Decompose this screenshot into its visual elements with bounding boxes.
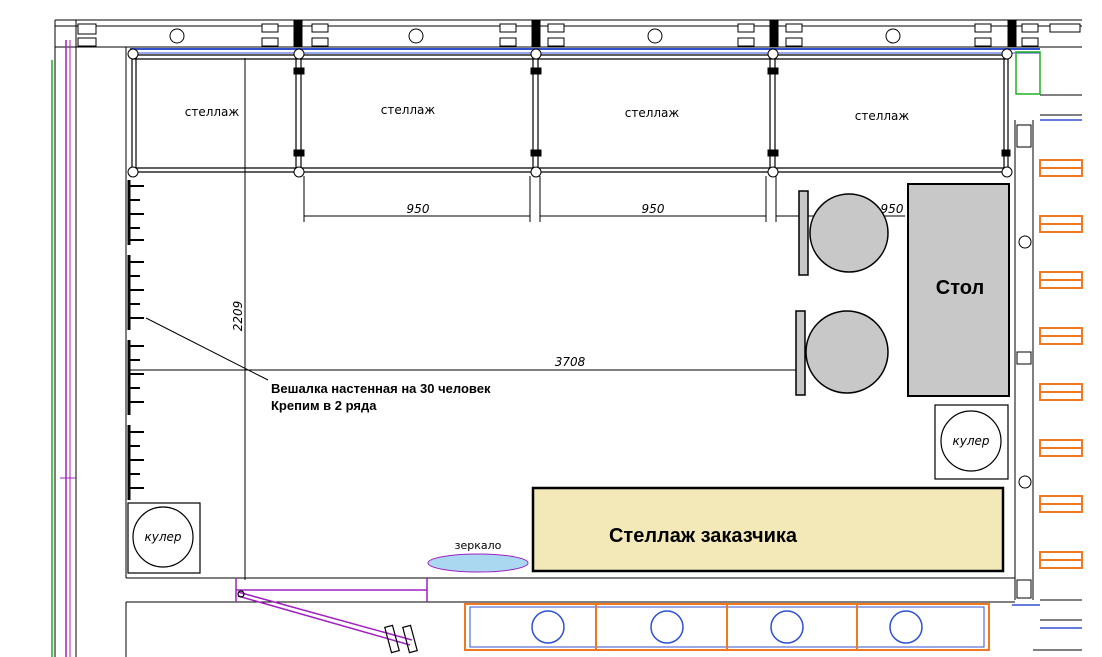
customer-shelf-label: Стеллаж заказчика [609, 525, 798, 547]
door-handle [237, 590, 418, 654]
building-walls [54, 19, 1082, 657]
dim-950-b: 950 [642, 202, 665, 216]
mirror [427, 553, 529, 573]
right-wall-fixtures [1016, 124, 1032, 599]
hanger-note-line1: Вешалка настенная на 30 человек [271, 381, 491, 396]
customer-shelf [531, 486, 1005, 573]
chair-bottom [795, 310, 889, 396]
green-box [1015, 51, 1041, 95]
table [907, 183, 1010, 397]
left-wall-accents [51, 40, 76, 657]
shelving-posts [127, 48, 1013, 178]
top-wall-fixtures [77, 19, 1081, 48]
cooler-left [127, 502, 201, 574]
dim-3708: 3708 [555, 355, 586, 369]
dim-950-a: 950 [407, 202, 430, 216]
hanger-hooks [129, 185, 144, 489]
bottom-radiator [464, 603, 990, 651]
cooler-right [934, 404, 1009, 480]
dimension-lines [128, 58, 905, 580]
shelf-label-1: стеллаж [185, 105, 240, 119]
shelf-label-4: стеллаж [855, 109, 910, 123]
chair-top [798, 190, 889, 276]
table-label: Стол [936, 277, 984, 299]
dim-950-c: 950 [881, 202, 904, 216]
shelf-label-3: стеллаж [625, 106, 680, 120]
mirror-label: зеркало [455, 539, 502, 552]
cooler-right-label: кулер [952, 434, 989, 448]
top-beam [130, 48, 1040, 54]
cooler-left-label: кулер [144, 530, 181, 544]
shelf-label-2: стеллаж [381, 103, 436, 117]
right-blue-accents [1012, 119, 1082, 629]
dim-2209: 2209 [231, 301, 245, 332]
hanger-leader-line [145, 317, 269, 381]
right-radiators [1039, 159, 1083, 569]
door [235, 578, 428, 646]
hanger-note-line2: Крепим в 2 ряда [271, 398, 377, 413]
